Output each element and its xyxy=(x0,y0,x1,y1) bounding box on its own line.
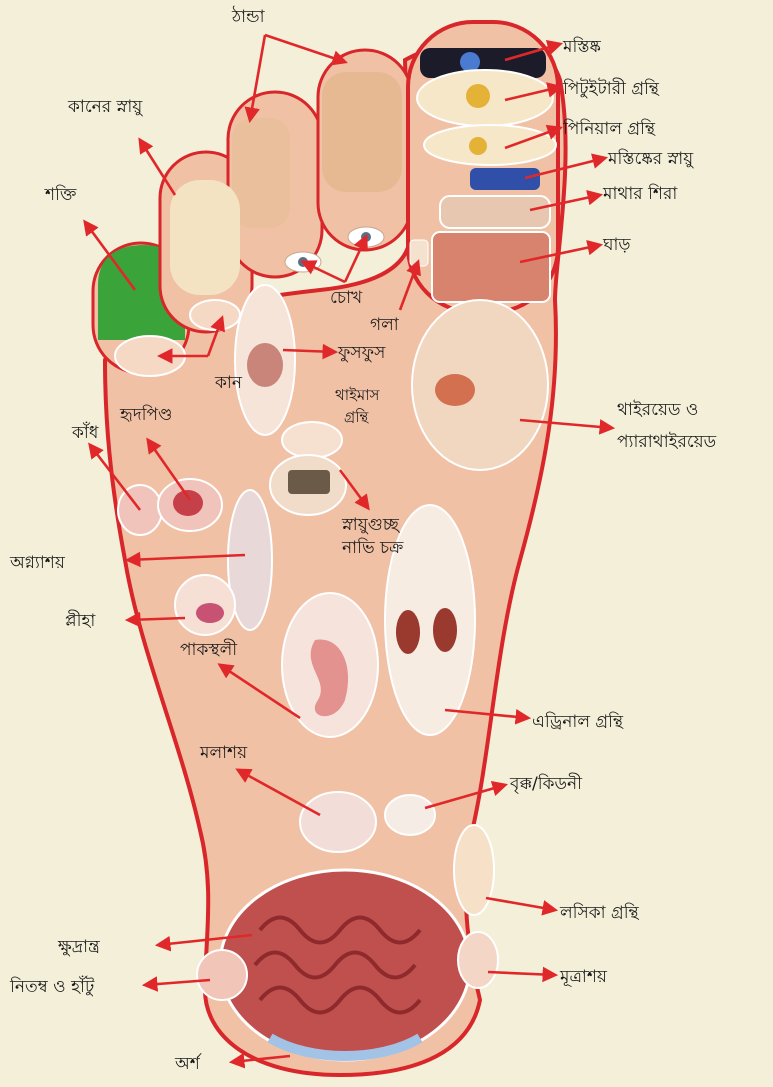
label-thymus-2: গ্রন্থি xyxy=(344,408,370,426)
label-thyroid-1: থাইরয়েড ও xyxy=(617,400,698,420)
bladder-zone xyxy=(458,932,498,988)
throat-zone xyxy=(410,240,428,266)
label-heart: হৃদপিণ্ড xyxy=(119,404,172,425)
label-shoulder: কাঁধ xyxy=(71,422,99,443)
cold-face-photo-2 xyxy=(322,72,402,192)
thymus-zone xyxy=(282,422,342,458)
label-pancreas: অগ্ন্যাশয় xyxy=(9,553,66,573)
heart xyxy=(173,490,203,516)
pituitary-icon xyxy=(466,84,490,108)
label-piles: অর্শ xyxy=(174,1053,202,1074)
label-brain-nerve: মস্তিষ্কের স্নায়ু xyxy=(607,148,694,169)
kidney-zone xyxy=(385,795,435,835)
label-lymph: লসিকা গ্রন্থি xyxy=(559,902,640,923)
spleen xyxy=(196,603,224,623)
label-small-intestine: ক্ষুদ্রান্ত্র xyxy=(57,937,101,957)
pineal-zone xyxy=(424,125,556,165)
label-stomach: পাকস্থলী xyxy=(180,639,238,660)
label-thymus-1: থাইমাস xyxy=(335,386,381,404)
neck-zone xyxy=(432,232,550,302)
label-lungs: ফুসফুস xyxy=(337,343,386,363)
label-cold: ঠান্ডা xyxy=(231,6,266,27)
label-rectum: মলাশয় xyxy=(199,743,248,763)
kidney-right xyxy=(433,608,457,652)
hip-knee-zone xyxy=(197,950,247,1000)
label-ear: কান xyxy=(214,373,243,393)
kidney-left xyxy=(396,610,420,654)
rectum-zone xyxy=(300,792,376,852)
label-bladder: মূত্রাশয় xyxy=(559,967,608,987)
label-hip-knee: নিতম্ব ও হাঁটু xyxy=(9,976,95,997)
label-energy: শক্তি xyxy=(44,184,77,205)
head-vein-zone xyxy=(440,196,550,228)
label-solar-plexus-2: নাভি চক্র xyxy=(341,537,404,558)
pineal-icon xyxy=(469,137,487,155)
label-thyroid-2: প্যারাথাইরয়েড xyxy=(617,432,717,452)
label-spleen: প্লীহা xyxy=(65,610,96,631)
cold-face-photo-1 xyxy=(232,118,290,228)
brain-icon xyxy=(460,52,480,72)
brain-nerve-zone xyxy=(470,168,540,190)
label-brain: মস্তিষ্ক xyxy=(562,36,602,57)
label-kidney: বৃক্ক/কিডনী xyxy=(509,773,583,794)
thyroid-gland xyxy=(435,374,475,406)
label-head-vein: মাথার শিরা xyxy=(602,183,678,204)
thyroid-zone xyxy=(412,300,548,470)
label-adrenal: এড্রিনাল গ্রন্থি xyxy=(532,711,624,732)
label-ear-nerve: কানের স্নায়ু xyxy=(67,97,143,117)
label-neck: ঘাড় xyxy=(602,235,631,255)
label-pineal: পিনিয়াল গ্রন্থি xyxy=(562,118,656,139)
ear-nerve-photo xyxy=(170,180,240,295)
ear-zone-a xyxy=(190,300,240,330)
label-solar-plexus-1: স্নায়ুগুচ্ছ xyxy=(341,515,401,535)
label-eye: চোখ xyxy=(330,288,363,308)
label-throat: গলা xyxy=(370,315,400,335)
lungs xyxy=(247,343,283,387)
lymph-zone xyxy=(454,825,494,915)
label-pituitary: পিটুইটারী গ্রন্থি xyxy=(562,78,660,99)
